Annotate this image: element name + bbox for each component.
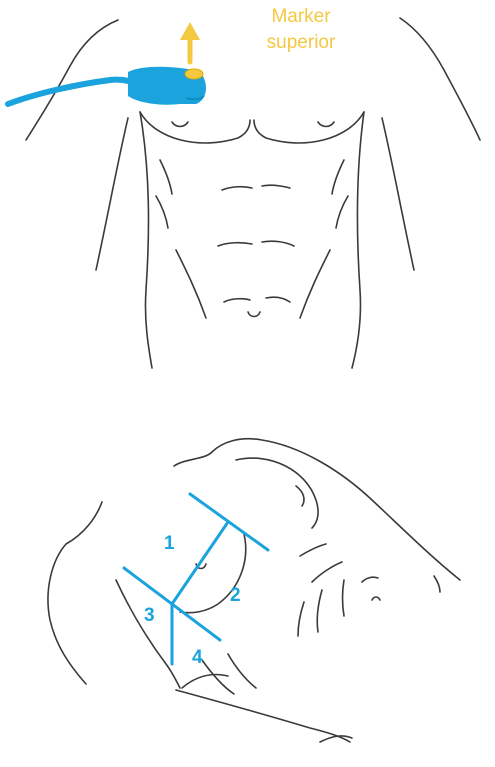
- zone-label-4: 4: [192, 648, 203, 668]
- zone-line-diagonal: [172, 522, 228, 604]
- shoulder-top-outline: [174, 439, 460, 580]
- right-oblique: [300, 250, 330, 318]
- navel: [248, 312, 260, 317]
- abs-line-3-right: [266, 297, 290, 302]
- abs-line-3-left: [224, 299, 250, 302]
- rib-line-5: [343, 580, 345, 616]
- torso-lateral-figure: [48, 439, 460, 742]
- rib-line-8: [434, 576, 440, 592]
- zone-label-1: 1: [164, 534, 175, 554]
- right-pectoral: [254, 112, 364, 143]
- abs-line-2-right: [262, 241, 294, 246]
- zone-label-3: 3: [144, 606, 155, 626]
- front-chest-line: [116, 580, 180, 688]
- upper-arm-outline: [236, 458, 318, 528]
- marker-label-line2: superior: [246, 30, 356, 56]
- right-nipple: [318, 122, 334, 127]
- right-shoulder-outline: [400, 18, 480, 140]
- left-arm-inner: [96, 118, 128, 270]
- right-rib-2: [336, 196, 348, 228]
- lower-abs-line-1: [202, 660, 234, 694]
- waist-crease: [182, 675, 228, 689]
- left-pectoral: [140, 112, 250, 143]
- rib-line-1: [300, 544, 326, 556]
- probe-zone-lines: [124, 494, 268, 664]
- abs-line-1-left: [222, 187, 252, 190]
- marker-superior-label: Marker superior: [246, 4, 356, 56]
- rib-line-4: [317, 590, 322, 632]
- abs-line-1-right: [262, 185, 290, 188]
- left-rib-2: [156, 196, 168, 228]
- rib-line-2: [312, 562, 342, 582]
- marker-arrow-icon: [180, 22, 200, 62]
- probe-cable: [8, 80, 132, 104]
- right-rib-1: [332, 160, 344, 194]
- left-nipple: [172, 122, 188, 127]
- lower-abs-line-2: [228, 654, 256, 688]
- marker-label-line1: Marker: [246, 4, 356, 30]
- rib-line-7: [372, 597, 380, 600]
- ultrasound-probe: [128, 67, 206, 105]
- left-oblique: [176, 250, 206, 318]
- left-rib-1: [160, 160, 172, 194]
- torso-right-side: [352, 112, 364, 368]
- torso-front-figure: [26, 18, 480, 368]
- rib-line-6: [362, 577, 378, 582]
- zone-label-2: 2: [230, 586, 241, 606]
- right-arm-inner: [382, 118, 414, 270]
- rib-line-3: [298, 602, 304, 636]
- probe-marker-dot: [185, 69, 203, 79]
- abdomen-lower-outline: [176, 690, 350, 742]
- back-outline: [48, 502, 102, 684]
- armpit-fold: [296, 486, 304, 506]
- torso-left-side: [140, 112, 152, 368]
- abs-line-2-left: [218, 243, 252, 246]
